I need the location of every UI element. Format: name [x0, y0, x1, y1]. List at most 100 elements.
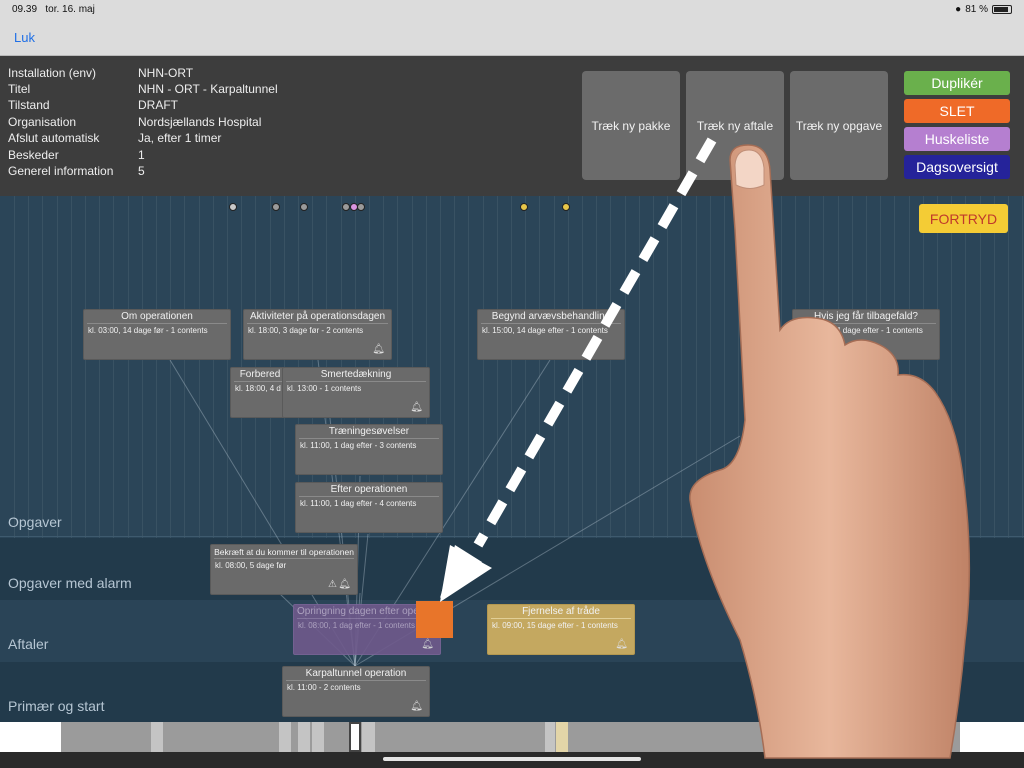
info-value: Nordsjællands Hospital	[138, 115, 262, 129]
lane-label-appointments: Aftaler	[8, 636, 49, 652]
info-value: 1	[138, 148, 145, 162]
info-key: Afslut automatisk	[8, 131, 100, 145]
card-subtitle: kl. 18:00, 4 d	[235, 384, 281, 393]
info-key: Tilstand	[8, 98, 50, 112]
card-subtitle: kl. 11:00 - 2 contents	[287, 683, 361, 692]
timeline-marker[interactable]	[229, 203, 237, 211]
scrubber-segment	[0, 722, 61, 752]
scrubber-segment	[312, 722, 324, 752]
appointment-card[interactable]: Fjernelse af tråde kl. 09:00, 15 dage ef…	[487, 604, 635, 655]
timeline-gridline	[270, 196, 271, 722]
card-subtitle: kl. 15:00, 14 dage efter - 1 contents	[482, 326, 608, 335]
card-title: Karpaltunnel operation	[286, 667, 426, 681]
bell-icon: 🔔︎	[338, 579, 351, 590]
timeline-gridline	[57, 196, 58, 722]
scrubber-segment	[298, 722, 310, 752]
card-title: Aktiviteter på operationsdagen	[247, 310, 388, 324]
nav-bar: Luk	[0, 20, 1024, 56]
card-title: Efter operationen	[299, 483, 439, 497]
scrubber-segment	[545, 722, 555, 752]
timeline-gridline	[170, 196, 171, 722]
timeline-marker[interactable]	[300, 203, 308, 211]
timeline-gridline	[156, 196, 157, 722]
timeline-marker[interactable]	[357, 203, 365, 211]
task-card[interactable]: Træningesøvelser kl. 11:00, 1 dag efter …	[295, 424, 443, 475]
checklist-button[interactable]: Huskeliste	[904, 127, 1010, 151]
timeline-gridline	[199, 196, 200, 722]
timeline-gridline	[184, 196, 185, 722]
info-value: DRAFT	[138, 98, 178, 112]
info-value: NHN-ORT	[138, 66, 194, 80]
wifi-icon: ●	[955, 4, 962, 15]
timeline-gridline	[213, 196, 214, 722]
battery-percent: 81 %	[965, 4, 988, 15]
task-card[interactable]: Smertedækning kl. 13:00 - 1 contents 🔔︎	[282, 367, 430, 418]
task-card[interactable]: Efter operationen kl. 11:00, 1 dag efter…	[295, 482, 443, 533]
card-title: Fjernelse af tråde	[491, 605, 631, 619]
task-card[interactable]: Hvis jeg får tilbagefald? kl. 15:00, 14 …	[792, 309, 940, 360]
card-subtitle: kl. 11:00, 1 dag efter - 3 contents	[300, 441, 417, 450]
scrubber-segment	[960, 722, 1024, 752]
close-link[interactable]: Luk	[14, 30, 35, 45]
drag-new-package-tile[interactable]: Træk ny pakke	[582, 71, 680, 180]
timeline-gridline	[28, 196, 29, 722]
bell-icon: 🔔︎	[421, 639, 434, 650]
timeline-marker[interactable]	[272, 203, 280, 211]
timeline-gridline	[227, 196, 228, 722]
timeline-marker[interactable]	[342, 203, 350, 211]
card-subtitle: kl. 11:00, 1 dag efter - 4 contents	[300, 499, 417, 508]
timeline-gridline	[980, 196, 981, 722]
card-subtitle: kl. 03:00, 14 dage før - 1 contents	[88, 326, 208, 335]
drag-new-task-tile[interactable]: Træk ny opgave	[790, 71, 888, 180]
timeline-gridline	[255, 196, 256, 722]
battery-icon	[992, 5, 1012, 14]
bell-icon: 🔔︎	[410, 701, 423, 712]
timeline-gridline	[994, 196, 995, 722]
status-bar: 09.39 tor. 16. maj ● 81 %	[0, 0, 1024, 20]
timeline-gridline	[454, 196, 455, 722]
info-key: Beskeder	[8, 148, 59, 162]
timeline-gridline	[14, 196, 15, 722]
status-time: 09.39	[12, 4, 38, 15]
timeline-gridline	[1008, 196, 1009, 722]
timeline-gridline	[1022, 196, 1023, 722]
bell-icon: 🔔︎	[372, 344, 385, 355]
primary-card[interactable]: Karpaltunnel operation kl. 11:00 - 2 con…	[282, 666, 430, 717]
card-title: Om operationen	[87, 310, 227, 324]
info-key: Titel	[8, 82, 31, 96]
card-subtitle: kl. 09:00, 15 dage efter - 1 contents	[492, 621, 618, 630]
task-card[interactable]: Begynd arvævsbehandling kl. 15:00, 14 da…	[477, 309, 625, 360]
task-card[interactable]: Om operationen kl. 03:00, 14 dage før - …	[83, 309, 231, 360]
card-title: Træningesøvelser	[299, 425, 439, 439]
timeline-gridline	[284, 196, 285, 722]
info-value: Ja, efter 1 timer	[138, 131, 222, 145]
appointment-card-ghost[interactable]: Opringning dagen efter operationen kl. 0…	[293, 604, 441, 655]
day-overview-button[interactable]: Dagsoversigt	[904, 155, 1010, 179]
info-key: Installation (env)	[8, 66, 97, 80]
card-subtitle: kl. 18:00, 3 dage før - 2 contents	[248, 326, 364, 335]
timeline-canvas[interactable]: Opgaver Opgaver med alarm Aftaler Primær…	[0, 196, 1024, 722]
status-time-date: 09.39 tor. 16. maj	[12, 4, 95, 15]
delete-button[interactable]: SLET	[904, 99, 1010, 123]
card-subtitle: kl. 15:00, 14 dage efter - 1 contents	[797, 326, 923, 335]
timeline-gridline	[241, 196, 242, 722]
scrubber-thumb[interactable]	[349, 722, 361, 752]
bell-icon: 🔔︎	[615, 639, 628, 650]
drag-new-appointment-tile[interactable]: Træk ny aftale	[686, 71, 784, 180]
lane-label-primary: Primær og start	[8, 698, 105, 714]
duplicate-button[interactable]: Duplikér	[904, 71, 1010, 95]
timeline-gridline	[142, 196, 143, 722]
status-right: ● 81 %	[955, 4, 1012, 15]
timeline-gridline	[99, 196, 100, 722]
timeline-gridline	[42, 196, 43, 722]
alarm-task-card[interactable]: Bekræft at du kommer til operationen kl.…	[210, 544, 358, 595]
undo-button[interactable]: FORTRYD	[919, 204, 1008, 233]
timeline-scrubber[interactable]	[0, 722, 1024, 752]
warning-icon: ⚠	[328, 579, 337, 590]
card-title: Smertedækning	[286, 368, 426, 382]
task-card[interactable]: Aktiviteter på operationsdagen kl. 18:00…	[243, 309, 392, 360]
card-title: Forbered	[234, 368, 286, 382]
home-indicator[interactable]	[383, 757, 641, 761]
task-card[interactable]: Forbered kl. 18:00, 4 d	[230, 367, 290, 418]
scrubber-segment	[279, 722, 291, 752]
